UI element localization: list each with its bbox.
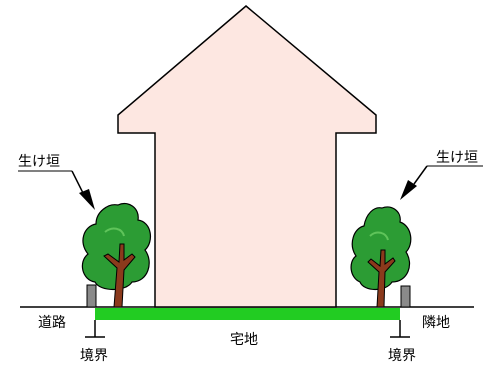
hedge-label-right: 生け垣 [436, 150, 478, 166]
arrowhead-right [400, 180, 417, 200]
house-shape [117, 5, 377, 308]
callout-leader-right [400, 165, 483, 200]
tree-foliage-right [350, 206, 412, 291]
hedge-tree-right [350, 206, 412, 308]
tree-highlight-left [104, 227, 125, 237]
boundary-marker-right [390, 320, 410, 338]
boundary-post-right [400, 285, 411, 308]
tree-foliage-left [81, 202, 152, 291]
boundary-label-left: 境界 [80, 348, 108, 364]
neighbor-land-label: 隣地 [422, 315, 450, 331]
hedge-label-left: 生け垣 [18, 154, 60, 170]
hedge-tree-left [81, 202, 152, 308]
boundary-marker-left [85, 320, 105, 338]
boundary-post-left [86, 284, 97, 308]
tree-trunk-right [367, 249, 396, 308]
tree-trunk-left [103, 243, 136, 308]
boundary-label-right: 境界 [388, 348, 416, 364]
road-label: 道路 [38, 315, 66, 331]
residential-lot-strip [95, 308, 400, 320]
tree-highlight-right [369, 231, 389, 241]
arrowhead-left [79, 189, 95, 210]
callout-leader-left [18, 170, 95, 210]
residential-land-label: 宅地 [230, 332, 258, 348]
